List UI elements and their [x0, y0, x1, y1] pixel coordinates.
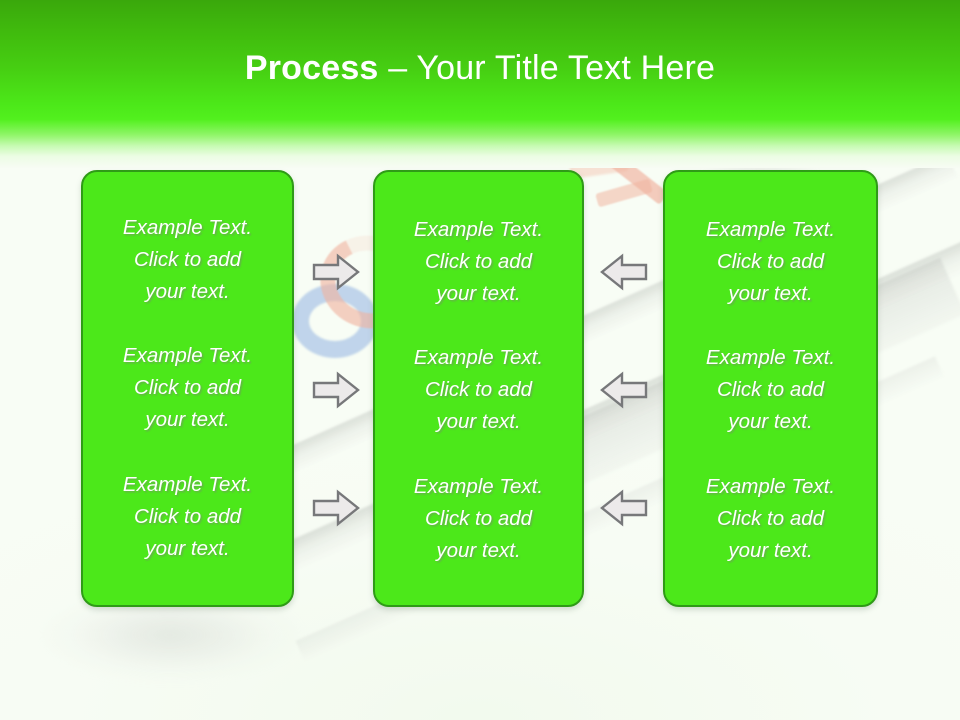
- process-box-2[interactable]: Example Text. Click to add your text. Ex…: [373, 170, 584, 607]
- process-box-3[interactable]: Example Text. Click to add your text. Ex…: [663, 170, 878, 607]
- title-banner: Process – Your Title Text Here: [0, 0, 960, 168]
- process-text-3-1[interactable]: Example Text. Click to add your text.: [705, 218, 836, 306]
- arrow-right-icon-1[interactable]: [312, 253, 360, 291]
- arrow-left-icon-2[interactable]: [600, 371, 648, 409]
- process-text-3-3[interactable]: Example Text. Click to add your text.: [705, 474, 836, 562]
- arrow-left-icon-1[interactable]: [600, 253, 648, 291]
- arrow-left-icon-3[interactable]: [600, 489, 648, 527]
- process-text-1-1[interactable]: Example Text. Click to add your text.: [122, 216, 253, 304]
- process-text-1-3[interactable]: Example Text. Click to add your text.: [122, 472, 253, 560]
- process-text-3-2[interactable]: Example Text. Click to add your text.: [705, 346, 836, 434]
- page-title-bold: Process: [244, 49, 379, 87]
- process-text-2-3[interactable]: Example Text. Click to add your text.: [413, 474, 544, 562]
- page-title: Process – Your Title Text Here: [0, 48, 960, 88]
- arrow-right-icon-2[interactable]: [312, 371, 360, 409]
- process-text-2-1[interactable]: Example Text. Click to add your text.: [413, 218, 544, 306]
- process-text-2-2[interactable]: Example Text. Click to add your text.: [413, 346, 544, 434]
- arrow-right-icon-3[interactable]: [312, 489, 360, 527]
- page-title-rest: – Your Title Text Here: [378, 49, 716, 87]
- process-text-1-2[interactable]: Example Text. Click to add your text.: [122, 344, 253, 432]
- process-box-1[interactable]: Example Text. Click to add your text. Ex…: [81, 170, 294, 607]
